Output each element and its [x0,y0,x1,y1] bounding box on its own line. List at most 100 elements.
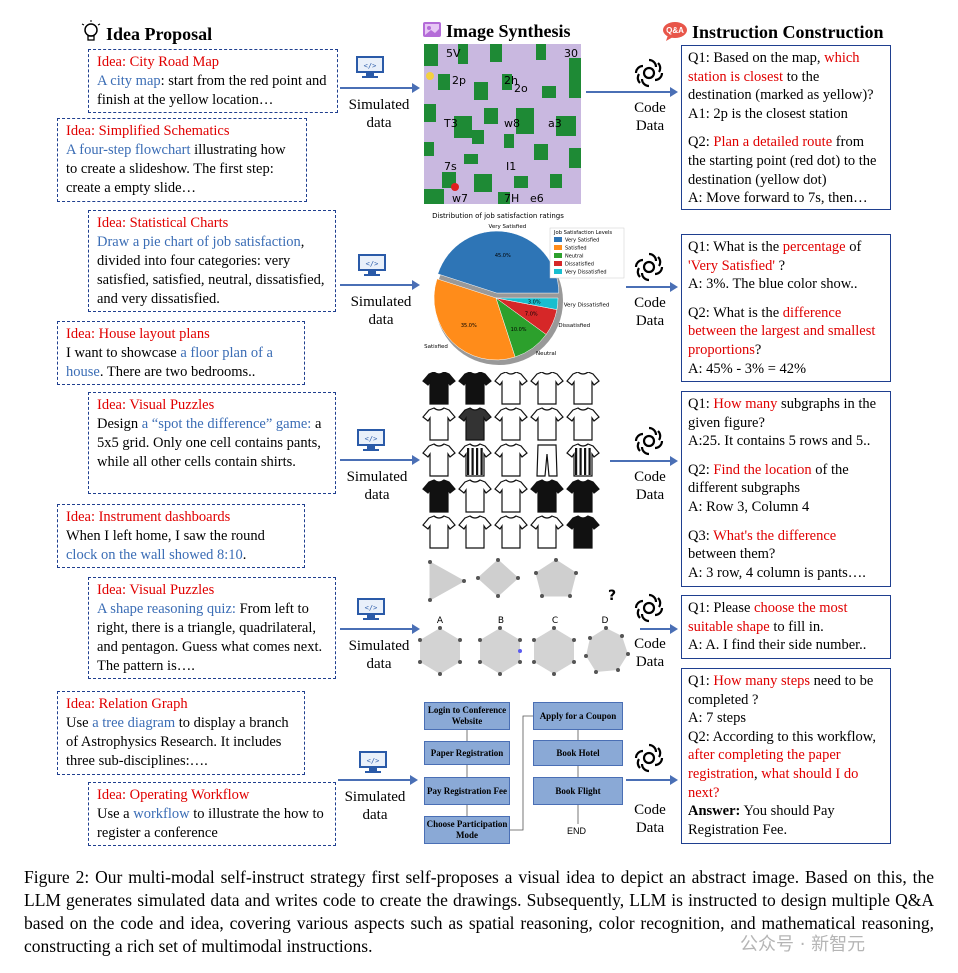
map-label: 30 [564,47,578,60]
pie-pct-label: 35.0% [461,323,477,329]
shirt-cell [530,407,564,441]
option-label-d: D [602,616,609,626]
qa-highlight: difference between the largest and small… [688,304,876,358]
flow-step-book-flight: Book Flight [533,777,623,805]
qa-highlight: 'Very Satisfied' [688,257,775,274]
qa-text: from the starting point (red dot) to the… [688,134,877,188]
qa-text: Q1: [688,673,714,689]
svg-text:</>: </> [365,604,378,612]
map-label: I1 [506,160,516,173]
pie-slice [433,278,516,361]
idea-text: . There are two bedrooms.. [99,364,256,380]
answer-label: Answer: [688,803,741,820]
qa-text: ? [754,341,762,358]
idea-highlight: workflow [133,806,190,822]
qa-text: to fill in. [769,618,824,635]
lightbulb-icon [81,20,101,41]
map-label: w8 [504,117,520,130]
qa-text: Q2: [688,134,714,151]
idea-text: From left to right, there is a triangle,… [97,601,323,674]
simulated-label: Simulated [348,638,410,654]
pie-pct-label: 3.0% [528,300,541,306]
data-label: data [366,656,392,672]
city-road-map-image: 5V 30 2p 2h 2o T3 w8 a3 7s I1 w7 7H e6 [424,44,581,204]
instruction-construction-header: Q&A Instruction Construction [662,20,884,43]
qa-text: A:25. It contains 5 rows and 5.. [688,433,871,450]
openai-logo-icon [634,252,664,282]
qa-box-shirts: Q1: How many subgraphs in the given figu… [681,391,891,587]
idea-box-visual-puzzles-shape: Idea: Visual Puzzles A shape reasoning q… [88,577,336,679]
pie-outer-label: Neutral [536,351,557,357]
idea-text: Use [66,715,93,731]
idea-text: , divided into four categories: very sat… [97,234,325,307]
qa-text: A: Row 3, Column 4 [688,498,810,515]
quadrilateral-shape [477,559,519,597]
image-synthesis-header: Image Synthesis [422,20,571,42]
arrow-right [340,624,420,634]
simulated-label: Simulated [350,294,412,310]
qa-highlight: Plan a detailed route [713,134,833,151]
qa-text: Q1: Please [688,600,755,616]
flow-step-coupon: Apply for a Coupon [533,702,623,730]
arrow-right [340,455,420,465]
arrow-right [610,456,678,466]
pie-title: Distribution of job satisfaction ratings [432,212,564,220]
qa-text: Q1: Based on the map, [688,50,825,66]
idea-box-house-layout: Idea: House layout plans I want to showc… [57,321,305,385]
qa-box-shapes: Q1: Please choose the most suitable shap… [681,595,891,659]
idea-text: illustrating how to create a slideshow. … [66,142,286,196]
header-text: Idea Proposal [106,24,213,44]
arrow-right [340,83,420,93]
qa-highlight: How many steps [713,673,811,689]
map-label: 5V [446,47,461,60]
qa-box-flow: Q1: How many steps need to be completed … [681,668,891,844]
legend-entry: Very Dissatisfied [565,270,607,276]
qa-highlight: what should I do next? [688,765,859,801]
code-data-label: Data [635,487,665,503]
option-label-c: C [552,616,558,626]
code-data-label: Data [635,118,665,134]
code-label: Code [634,802,666,818]
legend-swatch [554,237,562,242]
idea-title: Idea: Visual Puzzles [97,397,215,413]
qa-text: ? [774,257,786,274]
shirt-cell [422,479,456,513]
computer-code-icon: </> [357,598,385,620]
code-label: Code [634,100,666,116]
qa-highlight: which station is closest [688,50,860,85]
idea-text: to illustrate the how to register a conf… [97,806,324,841]
qa-text: Q2: What is the [688,304,783,321]
simulated-label: Simulated [346,469,408,485]
header-text: Instruction Construction [692,22,884,42]
qa-text: Q2: [688,461,714,478]
qa-highlight: What's the difference [713,527,837,544]
spot-difference-grid [422,372,600,549]
qa-text: between them? [688,546,776,563]
shirt-cell [494,443,528,477]
figure-caption: Figure 2: Our multi-modal self-instruct … [24,867,934,956]
flow-step-participation-mode: Choose Participation Mode [424,816,510,844]
qa-text: A: 45% - 3% = 42% [688,360,807,377]
idea-box-visual-puzzles-spot: Idea: Visual Puzzles Design a “spot the … [88,392,336,494]
svg-text:</>: </> [365,435,378,443]
qa-text: subgraphs in the given figure? [688,396,877,431]
question-mark: ? [608,588,616,604]
shirt-cell [566,479,600,513]
qa-text: Q1: What is the [688,239,783,255]
qa-text: of the different subgraphs [688,461,849,497]
openai-logo-icon [634,426,664,456]
pie-outer-label: Very Dissatisfied [564,302,610,308]
map-label: 7H [504,192,519,204]
legend-title: Job Satisfaction Levels [553,230,612,236]
computer-code-icon: </> [356,56,384,78]
map-label: 2o [514,82,528,95]
qa-text: need to be completed ? [688,673,874,708]
qa-bubble-icon: Q&A [663,22,687,41]
data-label: data [366,115,392,131]
watermark: 公众号 · 新智元 [740,934,866,955]
legend-swatch [554,245,562,250]
arrow-right [586,87,678,97]
map-label: 2h [504,74,518,87]
shirt-cell [458,372,492,405]
arrow-right [640,624,678,634]
